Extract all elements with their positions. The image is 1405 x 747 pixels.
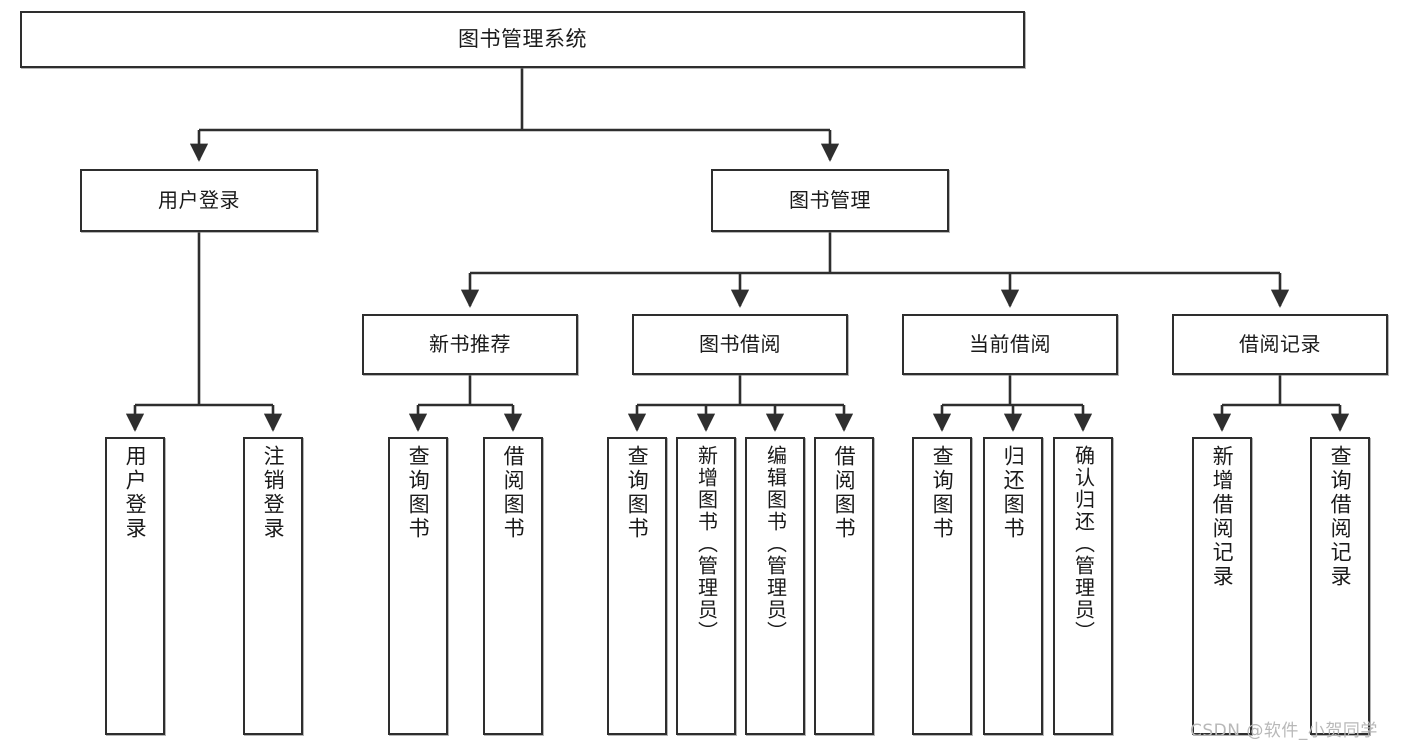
node-book-manage[interactable]: 图书管理: [711, 169, 949, 232]
node-new-book-rec[interactable]: 新书推荐: [362, 314, 578, 375]
node-leaf-add-book-label: 新增图书（管理员）: [694, 445, 719, 643]
node-leaf-borrow-book-2-label: 借阅图书: [832, 445, 857, 541]
node-leaf-add-record-label: 新增借阅记录: [1210, 445, 1235, 589]
node-leaf-return-book[interactable]: 归还图书: [983, 437, 1043, 735]
node-leaf-query-record-label: 查询借阅记录: [1328, 445, 1353, 589]
node-leaf-user-login-label: 用户登录: [123, 445, 148, 541]
node-leaf-edit-book[interactable]: 编辑图书（管理员）: [745, 437, 805, 735]
node-leaf-query-book-3-label: 查询图书: [930, 445, 955, 541]
node-book-borrow[interactable]: 图书借阅: [632, 314, 848, 375]
node-new-book-rec-label: 新书推荐: [429, 331, 511, 356]
csdn-watermark: CSDN @软件_小贺同学: [1190, 721, 1378, 741]
node-borrow-record-label: 借阅记录: [1239, 331, 1321, 356]
node-user-login[interactable]: 用户登录: [80, 169, 318, 232]
node-leaf-confirm-return[interactable]: 确认归还（管理员）: [1053, 437, 1113, 735]
node-leaf-query-book-1[interactable]: 查询图书: [388, 437, 448, 735]
node-leaf-query-book-3[interactable]: 查询图书: [912, 437, 972, 735]
node-leaf-borrow-book-1[interactable]: 借阅图书: [483, 437, 543, 735]
node-leaf-return-book-label: 归还图书: [1001, 445, 1026, 541]
node-leaf-confirm-return-label: 确认归还（管理员）: [1071, 445, 1096, 643]
node-book-manage-label: 图书管理: [789, 187, 871, 212]
node-leaf-query-book-2-label: 查询图书: [625, 445, 650, 541]
node-leaf-borrow-book-2[interactable]: 借阅图书: [814, 437, 874, 735]
node-leaf-user-login[interactable]: 用户登录: [105, 437, 165, 735]
node-leaf-query-record[interactable]: 查询借阅记录: [1310, 437, 1370, 735]
node-root[interactable]: 图书管理系统: [20, 11, 1025, 68]
node-leaf-query-book-1-label: 查询图书: [406, 445, 431, 541]
node-user-login-label: 用户登录: [158, 187, 240, 212]
node-current-borrow[interactable]: 当前借阅: [902, 314, 1118, 375]
node-leaf-add-record[interactable]: 新增借阅记录: [1192, 437, 1252, 735]
node-leaf-borrow-book-1-label: 借阅图书: [501, 445, 526, 541]
node-borrow-record[interactable]: 借阅记录: [1172, 314, 1388, 375]
node-leaf-edit-book-label: 编辑图书（管理员）: [763, 445, 788, 643]
node-leaf-user-logout[interactable]: 注销登录: [243, 437, 303, 735]
node-leaf-query-book-2[interactable]: 查询图书: [607, 437, 667, 735]
node-current-borrow-label: 当前借阅: [969, 331, 1051, 356]
node-root-label: 图书管理系统: [458, 27, 587, 52]
node-leaf-user-logout-label: 注销登录: [261, 445, 286, 541]
node-book-borrow-label: 图书借阅: [699, 331, 781, 356]
node-leaf-add-book[interactable]: 新增图书（管理员）: [676, 437, 736, 735]
